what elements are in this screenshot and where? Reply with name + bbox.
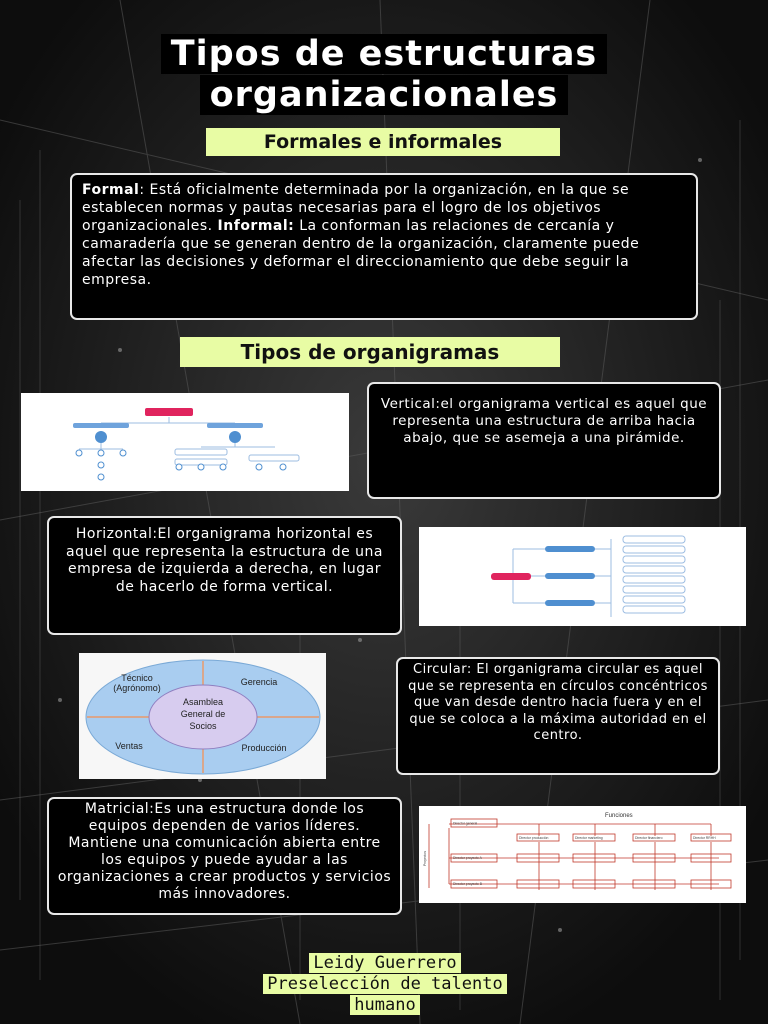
page-title: Tipos de estructuras organizacionales [74, 34, 694, 116]
title-line-2: organizacionales [199, 75, 569, 115]
author-footer: Leidy Guerrero Preselección de talento h… [210, 953, 560, 1016]
footer-line-1: Leidy Guerrero [309, 953, 461, 973]
circular-bottom-left: Ventas [115, 741, 143, 751]
footer-line-3: humano [350, 995, 420, 1015]
matrix-project-b: Director proyecto B [453, 882, 483, 886]
circular-description-box: Circular: El organigrama circular es aqu… [396, 657, 720, 775]
matrix-director-1: Director producción [519, 836, 549, 840]
matricial-description-box: Matricial:Es una estructura donde los eq… [47, 797, 402, 915]
horizontal-org-chart-image [419, 527, 746, 626]
matrix-org-chart-image: Funciones [419, 806, 746, 903]
top-node [145, 408, 193, 416]
formal-text: : Está oficialmente determinada por la o… [82, 182, 630, 234]
section-label-organigramas: Tipos de organigramas [180, 337, 560, 367]
vertical-org-chart-image [21, 393, 349, 491]
informal-text: La conforman las relaciones de cercanía … [82, 218, 640, 288]
horizontal-description-box: Horizontal:El organigrama horizontal es … [47, 516, 402, 635]
circular-top-left-line-2: (Agrónomo) [113, 683, 161, 693]
formal-informal-box: Formal: Está oficialmente determinada po… [70, 173, 698, 320]
circular-center-line-3: Socios [189, 721, 217, 731]
circular-org-chart-image: Asamblea General de Socios Técnico (Agró… [79, 653, 326, 779]
circular-center-line-1: Asamblea [183, 697, 223, 707]
matrix-project-a: Director proyecto A [453, 856, 483, 860]
circular-bottom-right: Producción [241, 743, 286, 753]
title-line-1: Tipos de estructuras [160, 34, 608, 74]
matrix-director-general: Director general [453, 822, 477, 826]
vertical-description-box: Vertical:el organigrama vertical es aque… [367, 382, 721, 499]
matrix-director-3: Director financiero [635, 836, 663, 840]
matrix-side-label: Proyectos [423, 851, 427, 866]
matrix-director-2: Director marketing [575, 836, 603, 840]
matrix-director-4: Director RRHH [693, 836, 716, 840]
matrix-header: Funciones [605, 813, 633, 819]
footer-line-2: Preselección de talento [263, 974, 507, 994]
circular-top-right: Gerencia [241, 677, 278, 687]
formal-term: Formal [82, 182, 140, 198]
section-label-formales: Formales e informales [206, 128, 560, 156]
circular-center-line-2: General de [181, 709, 226, 719]
informal-term: Informal: [217, 218, 295, 234]
circular-top-left-line-1: Técnico [121, 673, 153, 683]
